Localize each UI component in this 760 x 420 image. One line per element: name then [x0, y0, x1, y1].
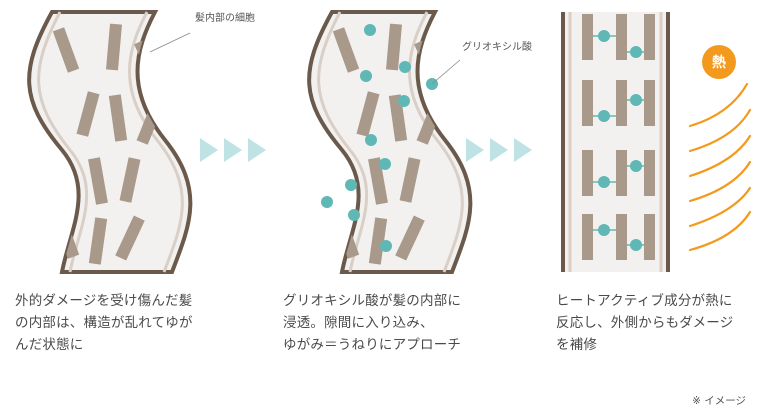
molecule: [364, 24, 376, 36]
heat-waves-icon: [688, 82, 752, 252]
chevron: [514, 138, 532, 162]
caption-damaged-hair: 外的ダメージを受け傷んだ髪 の内部は、構造が乱れてゆが んだ状態に: [15, 293, 193, 353]
panel-repaired-hair: [561, 12, 670, 272]
arrow-step-1: [200, 138, 266, 162]
panel-glyoxylic-acid: グリオキシル酸: [307, 10, 532, 274]
molecule-label: グリオキシル酸: [462, 40, 532, 53]
aligned-cells: [582, 14, 655, 260]
molecule: [399, 61, 411, 73]
molecule: [380, 240, 392, 252]
molecule: [360, 70, 372, 82]
arrow-step-2: [466, 138, 532, 162]
chevron: [224, 138, 242, 162]
heat-badge: [702, 45, 736, 79]
cell-pair-row: [582, 14, 655, 60]
chevron: [490, 138, 508, 162]
cell-pair-row: [582, 214, 655, 260]
cell-pair-row: [582, 80, 655, 126]
molecule: [365, 134, 377, 146]
caption-heat-repair: ヒートアクティブ成分が熱に 反応し、外側からもダメージ を補修: [556, 293, 734, 353]
cell-pair-row: [582, 150, 655, 196]
molecule: [345, 179, 357, 191]
molecule: [398, 95, 410, 107]
molecule: [348, 209, 360, 221]
chevron: [466, 138, 484, 162]
heat-badge-label: 熱: [712, 54, 726, 71]
molecule: [379, 158, 391, 170]
caption-glyoxylic-acid: グリオキシル酸が髪の内部に 浸透。隙間に入り込み、 ゆがみ＝うねりにアプローチ: [283, 293, 462, 353]
heat-indicator: 熱: [688, 45, 752, 252]
chevron: [200, 138, 218, 162]
chevron: [248, 138, 266, 162]
molecule: [321, 196, 333, 208]
cell-label: 髪内部の細胞: [195, 11, 255, 24]
panel-damaged-hair: 髪内部の細胞: [27, 10, 255, 274]
image-note: ※ イメージ: [692, 395, 746, 407]
